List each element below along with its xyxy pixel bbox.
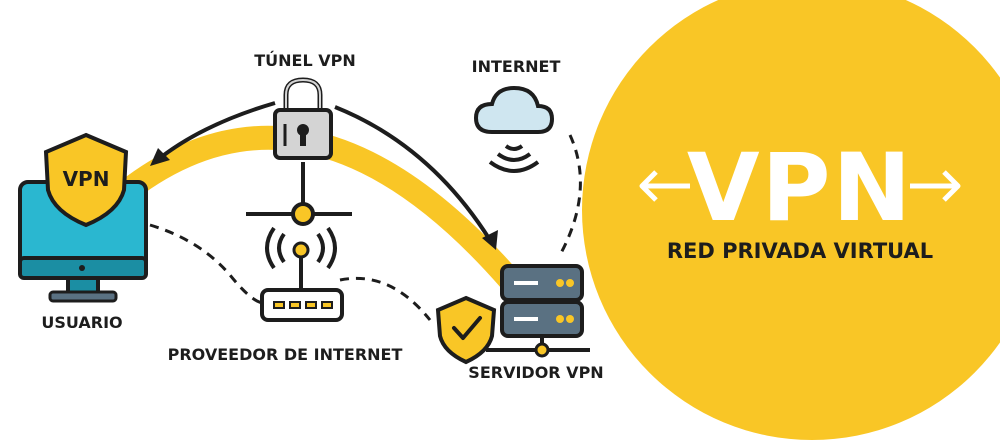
arrow-to-user — [153, 101, 276, 164]
dashed-link-isp-shield — [339, 276, 432, 321]
user-badge-text: VPN — [63, 167, 110, 191]
server-label: SERVIDOR VPN — [468, 363, 603, 382]
security-shield-check-icon — [435, 295, 497, 365]
arrow-to-server — [334, 105, 492, 242]
arrow-to-user-head — [150, 148, 170, 166]
isp-label: PROVEEDOR DE INTERNET — [168, 345, 403, 364]
server-icon — [486, 264, 590, 358]
arrow-to-server-head — [482, 230, 498, 250]
user-label: USUARIO — [41, 313, 122, 332]
brand-subtitle: RED PRIVADA VIRTUAL — [667, 239, 933, 263]
padlock-icon — [273, 77, 333, 160]
router-icon — [260, 226, 344, 322]
user-monitor-icon — [18, 180, 148, 303]
left-double-arrow-icon — [639, 170, 690, 202]
network-node-icon — [246, 162, 352, 226]
cloud-icon — [473, 85, 555, 134]
dashed-link-internet-server — [558, 134, 582, 256]
yellow-circle-background — [582, 0, 1000, 440]
tunnel-label: TÚNEL VPN — [254, 51, 356, 70]
wifi-signal-icon — [488, 144, 540, 173]
user-shield-badge: VPN — [43, 132, 129, 228]
internet-label: INTERNET — [472, 57, 561, 76]
dashed-link-user-isp — [149, 223, 263, 305]
right-double-arrow-icon — [910, 170, 961, 202]
brand-title: VPN — [687, 134, 913, 243]
